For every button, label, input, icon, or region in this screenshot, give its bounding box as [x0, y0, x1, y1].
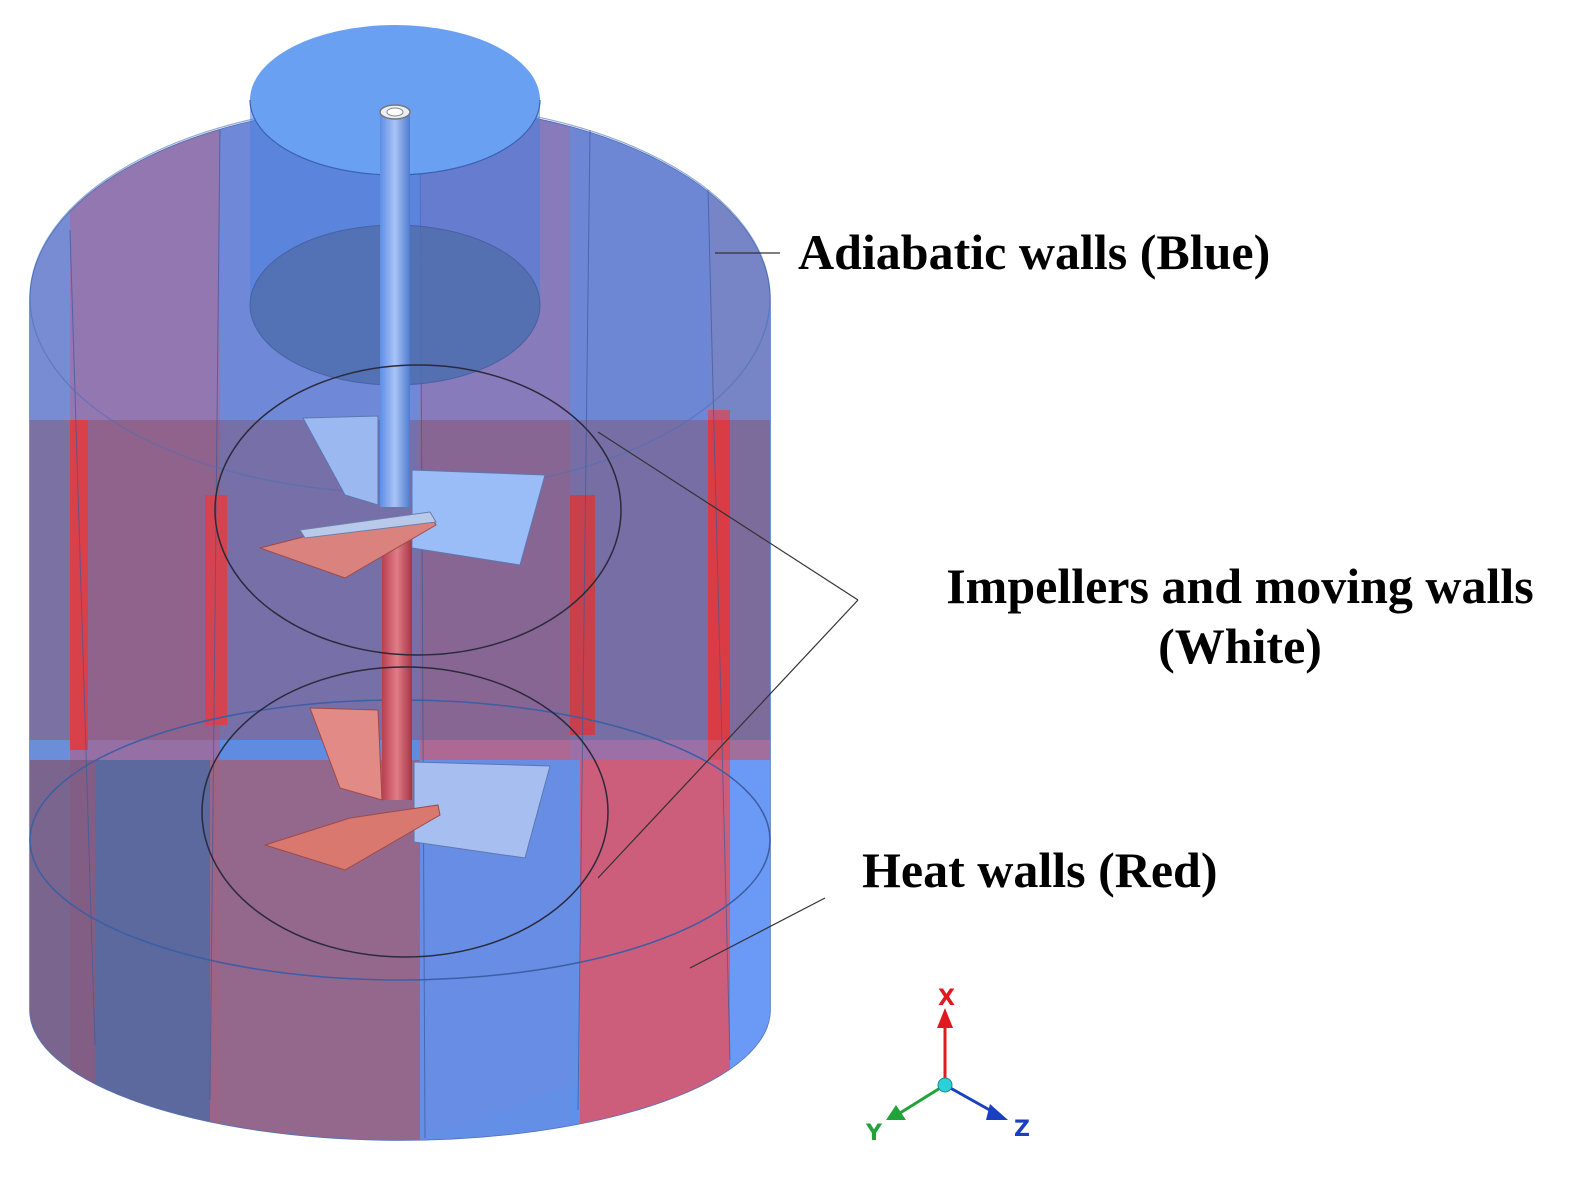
axis-triad: X Y Z — [865, 986, 1030, 1146]
heat-stripe — [30, 760, 95, 1140]
axis-x-label: X — [938, 986, 955, 1011]
baffle-heat — [570, 495, 595, 735]
impeller-shaft — [379, 104, 412, 800]
baffle-heat — [205, 495, 227, 725]
heat-leader — [689, 897, 826, 969]
adiabatic-stripe — [730, 760, 770, 1140]
impellers-label: Impellers and moving walls (White) — [900, 556, 1580, 676]
upper-impeller — [214, 364, 622, 656]
baffle-heat — [70, 420, 88, 750]
leader-lines — [597, 252, 859, 969]
impeller-blade — [263, 804, 441, 871]
impeller-blade — [309, 707, 383, 801]
impellers-label-line1: Impellers and moving walls — [946, 558, 1534, 614]
adiabatic-stripe — [95, 760, 210, 1140]
lower-impeller-zone — [201, 666, 609, 958]
axis-z-label: Z — [1014, 1117, 1030, 1142]
adiabatic-walls-label: Adiabatic walls (Blue) — [798, 224, 1271, 280]
upper-cylinder-top — [250, 25, 540, 175]
lower-impeller — [201, 666, 609, 958]
axis-y-line — [899, 1083, 946, 1115]
axis-origin-icon — [937, 1077, 953, 1093]
axis-x-arrow-icon — [937, 1008, 953, 1028]
stripe-dividers — [69, 119, 731, 1139]
impeller-blade — [299, 511, 437, 539]
impellers-leader-lower — [597, 599, 859, 879]
baffle-heat — [708, 410, 730, 790]
impellers-label-line2: (White) — [1158, 618, 1322, 674]
impeller-blade — [302, 415, 379, 506]
upper-impeller-zone — [214, 364, 622, 656]
axis-z-line — [944, 1083, 996, 1115]
axis-z-arrow-icon — [986, 1104, 1008, 1120]
heat-stripe — [580, 760, 730, 1140]
axis-y-arrow-icon — [886, 1105, 906, 1120]
axis-y-label: Y — [865, 1121, 883, 1146]
impellers-leader-upper — [597, 431, 859, 601]
heat-walls-label: Heat walls (Red) — [862, 842, 1218, 898]
